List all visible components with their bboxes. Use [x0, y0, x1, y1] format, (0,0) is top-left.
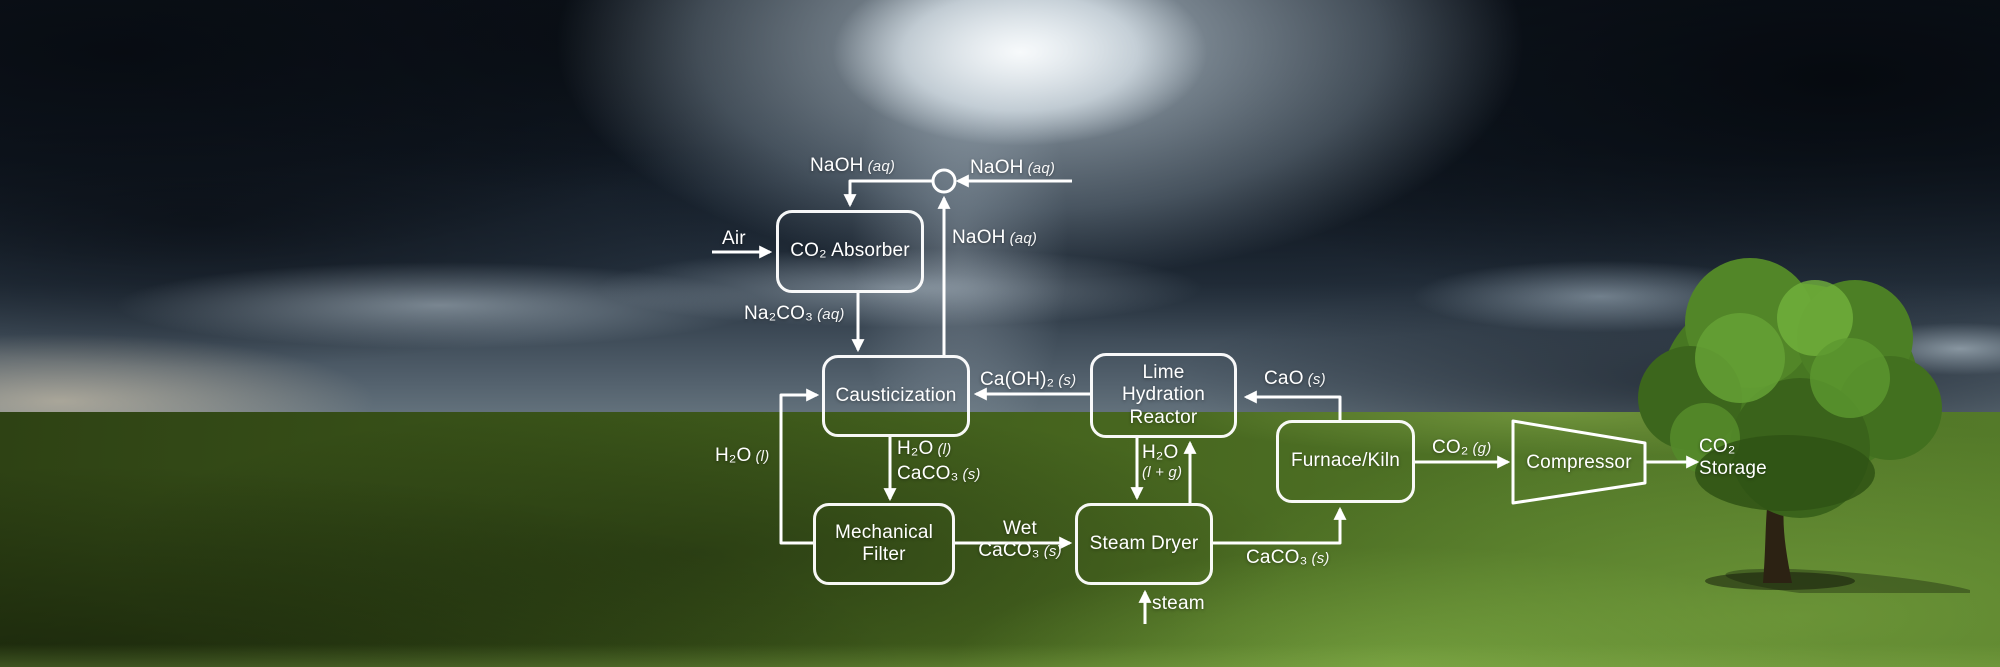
flow-label-caoh2: Ca(OH)₂(s) [980, 369, 1076, 391]
formula-text: CO₂ [1432, 437, 1469, 458]
box-label: CO₂ Absorber [790, 240, 910, 262]
process-box-steam-dryer: Steam Dryer [1075, 503, 1213, 585]
box-label: Furnace/Kiln [1290, 450, 1401, 472]
formula-text: Ca(OH)₂ [980, 369, 1055, 390]
process-box-mechanical-filter: Mechanical Filter [813, 503, 955, 585]
formula-text: CaCO₃ [1246, 547, 1308, 568]
flow-label-h2o-recycle: H₂O(l) [715, 445, 769, 467]
state-text: (s) [962, 466, 981, 483]
process-box-lime-hydration-reactor: Lime Hydration Reactor [1090, 353, 1237, 438]
box-label-line: Hydration [1121, 384, 1206, 406]
label-text: Air [722, 228, 746, 249]
formula-text: H₂O [897, 438, 934, 459]
process-box-causticization: Causticization [822, 355, 970, 437]
label-text: CO₂ [1699, 436, 1736, 457]
tree-illustration [1638, 258, 1970, 593]
formula-text: NaOH [970, 157, 1024, 178]
flow-line-cao-to-reactor [1243, 390, 1342, 420]
formula-text: NaOH [952, 227, 1006, 248]
box-label-line: Lime [1142, 361, 1185, 383]
state-text: (l) [937, 441, 952, 458]
box-label: Steam Dryer [1089, 532, 1199, 554]
state-text: (aq) [817, 306, 845, 323]
formula-text: CaCO₃ [897, 463, 959, 484]
tree-foliage [1777, 280, 1853, 356]
formula-text: H₂O [1142, 442, 1179, 463]
formula-text: H₂O [715, 445, 752, 466]
box-label: Lime Hydration Reactor [1122, 362, 1205, 429]
label-text: Storage [1699, 458, 1767, 479]
label-text: steam [1152, 593, 1205, 614]
box-label-line: Mechanical [834, 521, 934, 543]
flow-label-h2o-caust: H₂O(l) [897, 438, 951, 460]
flow-line-caco3-to-furnace [1213, 506, 1347, 545]
state-text: (aq) [1009, 230, 1038, 247]
formula-text: Na₂CO₃ [744, 303, 814, 324]
tree-foliage [1695, 313, 1785, 403]
flow-line-naoh-to-absorber [843, 179, 932, 208]
box-label: Compressor [1526, 452, 1632, 473]
state-text: (s) [1043, 543, 1062, 560]
flow-label-caco3-caust: CaCO₃(s) [897, 463, 981, 485]
state-text: (aq) [1027, 160, 1056, 177]
grass-field [0, 412, 2000, 667]
flow-label-naoh-recycle: NaOH(aq) [952, 227, 1037, 249]
flow-label-co2-storage: CO₂ Storage [1699, 436, 1767, 480]
tree-foliage-underside [1695, 435, 1875, 511]
box-label-line: Filter [862, 544, 906, 565]
box-label: Causticization [835, 384, 957, 406]
box-label: Mechanical Filter [835, 522, 933, 567]
formula-text: CaCO₃ [978, 540, 1040, 561]
state-text: (s) [1058, 372, 1077, 389]
label-text: Wet [1002, 518, 1038, 539]
junction-node [931, 168, 957, 194]
state-text: (l) [755, 448, 770, 465]
box-label-line: Reactor [1129, 406, 1198, 428]
state-text: (s) [1311, 550, 1330, 567]
flow-label-cao: CaO(s) [1264, 368, 1326, 390]
flow-label-air: Air [722, 228, 746, 250]
flow-label-naoh-makeup: NaOH(aq) [970, 157, 1055, 179]
flow-label-h2o-dryer: H₂O(l + g) [1142, 442, 1182, 481]
process-box-co2-absorber: CO₂ Absorber [776, 210, 924, 293]
flow-label-co2-gas: CO₂(g) [1432, 437, 1491, 459]
state-text: (aq) [867, 158, 896, 175]
state-text: (s) [1307, 371, 1326, 388]
flow-label-na2co3: Na₂CO₃(aq) [744, 303, 845, 325]
process-box-furnace-kiln: Furnace/Kiln [1276, 420, 1415, 503]
flow-label-naoh-top: NaOH(aq) [810, 155, 895, 177]
flow-line-h2o-recycle-loop [779, 388, 820, 545]
formula-text: CaO [1264, 368, 1304, 389]
formula-text: NaOH [810, 155, 864, 176]
compressor-label: Compressor [1513, 452, 1645, 474]
compressor-shape [1511, 419, 1647, 505]
flow-label-steam: steam [1152, 593, 1205, 615]
tree-foliage [1810, 338, 1890, 418]
flow-label-caco3-dryer: CaCO₃(s) [1246, 547, 1330, 569]
flow-label-wet-caco3: Wet CaCO₃(s) [965, 518, 1075, 562]
state-text: (g) [1472, 440, 1492, 457]
state-text: (l + g) [1142, 464, 1183, 481]
